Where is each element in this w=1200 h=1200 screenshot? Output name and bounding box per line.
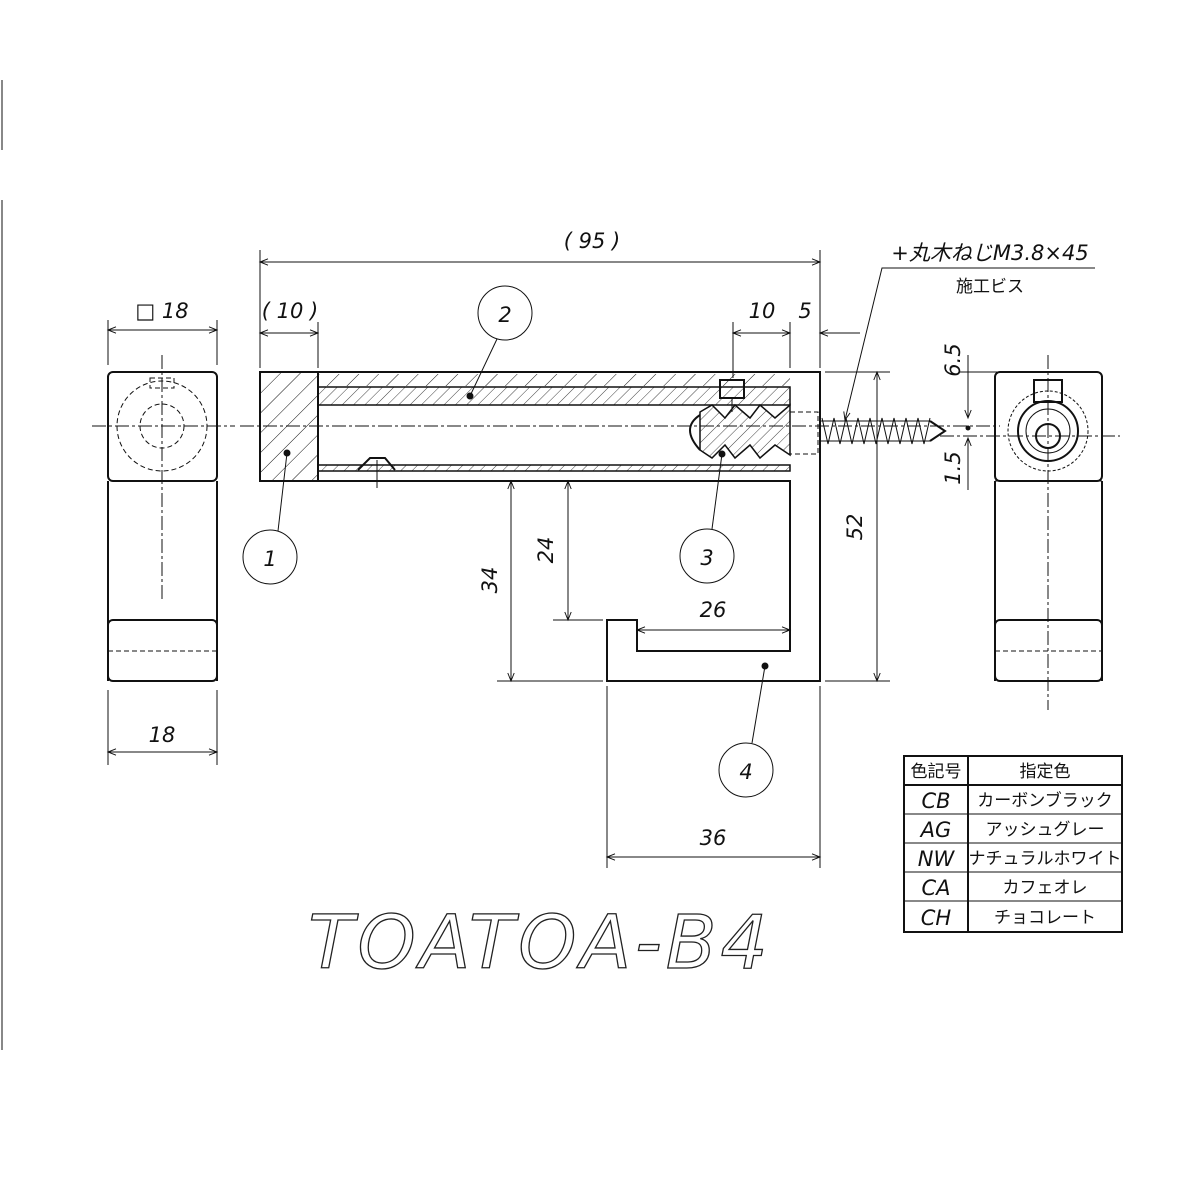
svg-text:4: 4	[739, 760, 752, 784]
balloon-4: 4	[718, 662, 774, 798]
svg-text:カーボンブラック: カーボンブラック	[977, 790, 1113, 811]
table-row: CA カフェオレ	[921, 876, 1087, 900]
svg-text:1: 1	[263, 547, 276, 571]
svg-text:ナチュラルホワイト: ナチュラルホワイト	[969, 849, 1122, 869]
dim-screw-offset-10: 10	[749, 299, 776, 323]
svg-text:AG: AG	[919, 818, 952, 842]
svg-text:CH: CH	[921, 906, 952, 930]
table-header-code: 色記号	[911, 762, 962, 782]
table-row: AG アッシュグレー	[919, 818, 1105, 842]
left-end-view: □ 18 18	[92, 299, 235, 765]
svg-text:カフェオレ: カフェオレ	[1003, 878, 1088, 898]
dim-height-52: 52	[843, 514, 867, 541]
dim-offset-1-5: 1.5	[941, 451, 965, 484]
table-row: CB カーボンブラック	[921, 789, 1112, 813]
dim-offset-6-5: 6.5	[941, 343, 965, 376]
svg-text:CA: CA	[921, 876, 950, 900]
svg-text:3: 3	[700, 546, 713, 570]
balloon-1: 1	[242, 449, 298, 585]
dim-left-width: 18	[149, 723, 176, 747]
table-row: NW ナチュラルホワイト	[918, 847, 1122, 871]
svg-text:アッシュグレー: アッシュグレー	[986, 820, 1105, 840]
dim-section-label: □ 18	[135, 299, 188, 323]
svg-text:チョコレート: チョコレート	[994, 908, 1096, 928]
balloon-3: 3	[679, 450, 735, 584]
svg-text:CB: CB	[921, 789, 950, 813]
dim-end-block: ( 10 )	[262, 299, 318, 323]
dim-overall-length: ( 95 )	[564, 229, 620, 253]
table-row: CH チョコレート	[921, 906, 1096, 930]
dim-hook-inner-26: 26	[700, 598, 727, 622]
dim-height-24: 24	[534, 537, 558, 564]
screw-spec-note: +丸木ねじM3.8×45	[891, 241, 1088, 265]
dim-hook-outer-36: 36	[700, 826, 727, 850]
screw-usage-note: 施工ビス	[956, 277, 1024, 297]
dim-height-34: 34	[478, 567, 502, 594]
color-table: 色記号 指定色 CB カーボンブラック AG アッシュグレー NW ナチュラルホ…	[903, 755, 1123, 933]
balloon-2: 2	[466, 285, 533, 400]
svg-text:NW: NW	[918, 847, 956, 871]
table-header-color: 指定色	[1020, 762, 1071, 782]
main-section-view: ( 95 ) ( 10 ) 10 5 52 34 24 26 36 +丸木ねじM…	[240, 229, 1095, 868]
dim-screw-offset-5: 5	[798, 299, 811, 323]
drawing-title: TOATOA-B4	[308, 900, 771, 986]
svg-text:2: 2	[498, 303, 511, 327]
right-end-view: 6.5 1.5	[940, 343, 1120, 710]
screw	[820, 417, 947, 445]
